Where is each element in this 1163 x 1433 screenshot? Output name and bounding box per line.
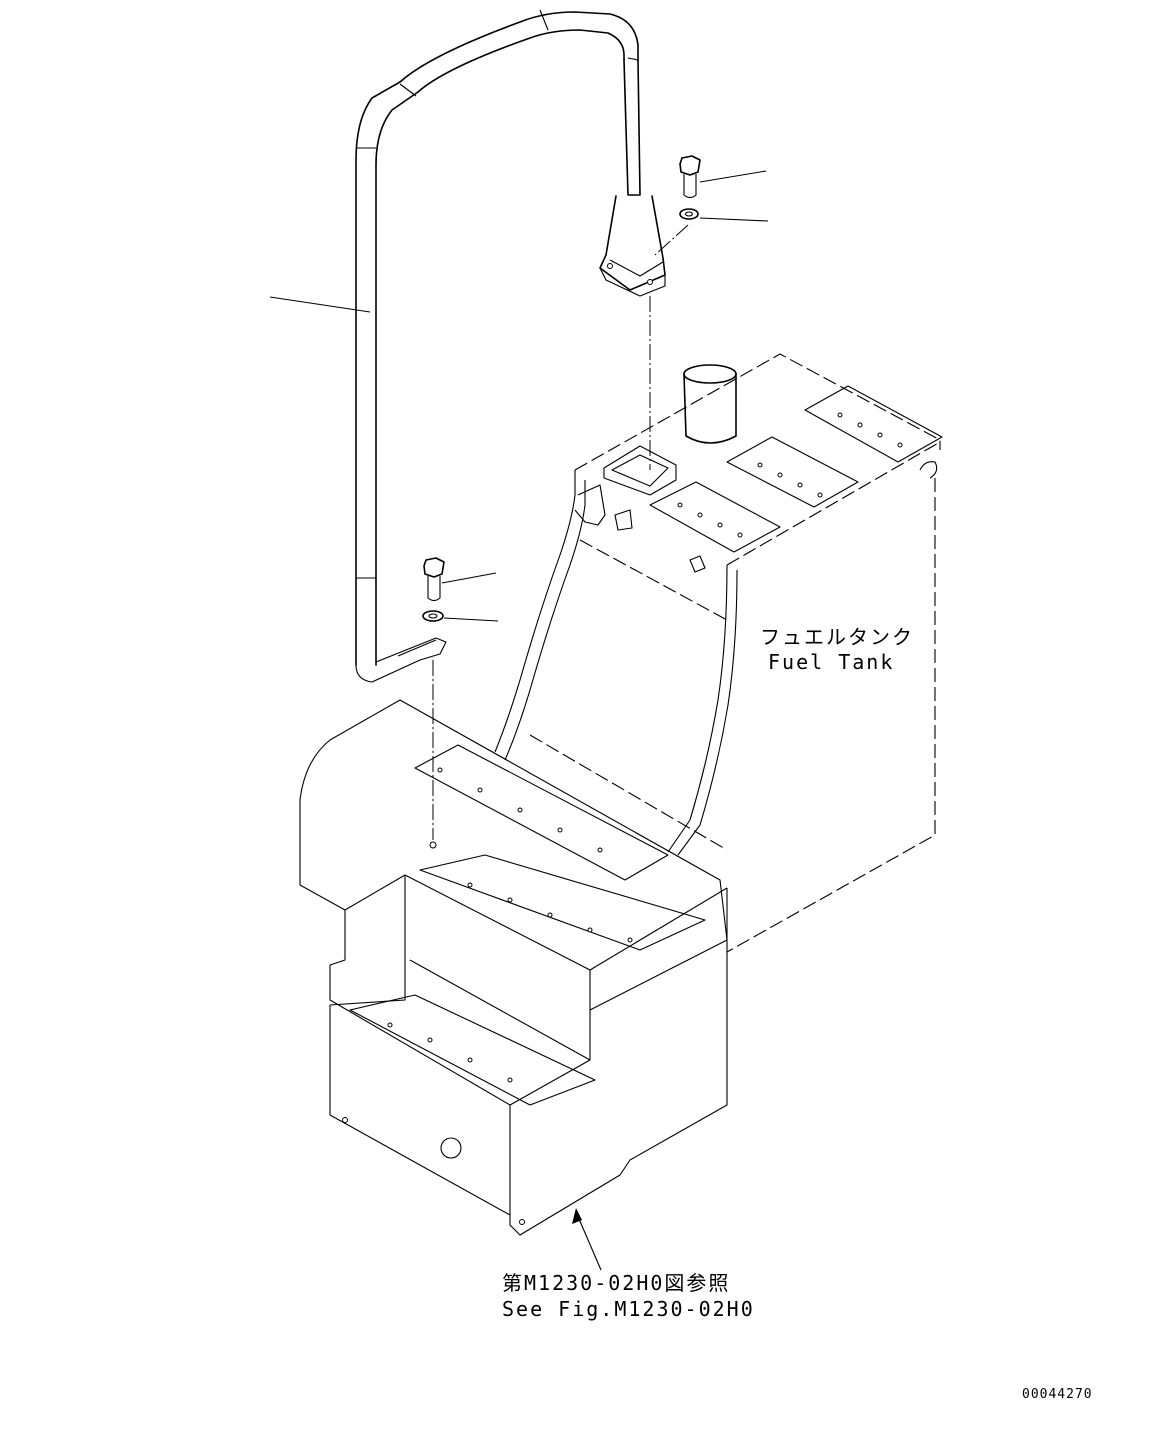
bolt-icon [679,155,701,199]
step-box-icon [299,699,728,1236]
handrail-icon [355,9,666,683]
washer-icon [422,610,444,622]
fuel-tank-label-en: Fuel Tank [768,650,894,674]
bolt-icon [423,557,445,602]
washer-icon [679,208,699,220]
fuel-tank-icon [494,353,943,953]
drawing-code: 00044270 [1022,1387,1093,1402]
reference-label-jp: 第M1230-02H0図参照 [502,1271,730,1295]
leader-arrow-icon [572,1208,602,1271]
reference-label-en: See Fig.M1230-02H0 [502,1297,755,1321]
fuel-tank-label-jp: フュエルタンク [760,625,914,649]
